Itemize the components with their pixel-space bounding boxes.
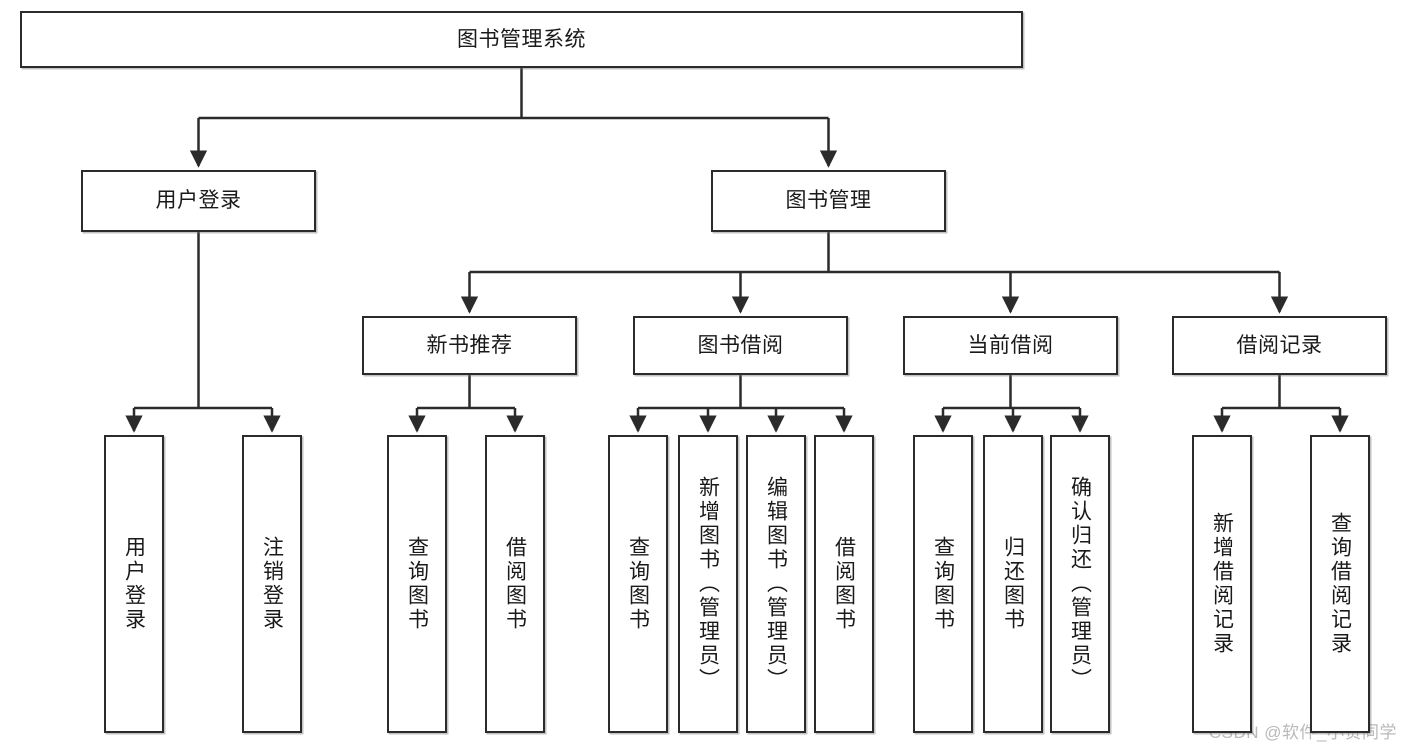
node-label: 查询图书 <box>405 536 429 632</box>
node-label: 注销登录 <box>260 536 284 632</box>
node-label: 图书管理 <box>785 189 872 213</box>
node-label: 归还图书 <box>1001 536 1025 632</box>
node-leaf-query-book-current[interactable]: 查询图书 <box>913 435 973 733</box>
node-label: 借阅图书 <box>832 536 856 632</box>
node-leaf-borrow-book-recommend[interactable]: 借阅图书 <box>485 435 545 733</box>
node-leaf-edit-book-admin[interactable]: 编辑图书（管理员） <box>746 435 806 733</box>
node-label: 新书推荐 <box>426 333 513 357</box>
node-label: 借阅记录 <box>1236 333 1323 357</box>
node-leaf-query-book-borrow[interactable]: 查询图书 <box>608 435 668 733</box>
node-new-book-recommend[interactable]: 新书推荐 <box>362 316 577 375</box>
node-book-borrow[interactable]: 图书借阅 <box>633 316 848 375</box>
node-label: 借阅图书 <box>503 536 527 632</box>
node-leaf-user-logout[interactable]: 注销登录 <box>242 435 302 733</box>
node-leaf-confirm-return-admin[interactable]: 确认归还（管理员） <box>1050 435 1110 733</box>
node-label: 查询图书 <box>931 536 955 632</box>
node-leaf-add-borrow-record[interactable]: 新增借阅记录 <box>1192 435 1252 733</box>
node-user-login[interactable]: 用户登录 <box>81 170 316 232</box>
node-label: 确认归还（管理员） <box>1068 476 1092 692</box>
node-current-borrow[interactable]: 当前借阅 <box>903 316 1118 375</box>
node-label: 新增借阅记录 <box>1210 512 1234 656</box>
node-label: 用户登录 <box>122 536 146 632</box>
node-label: 当前借阅 <box>967 333 1054 357</box>
node-label: 查询借阅记录 <box>1328 512 1352 656</box>
node-label: 图书借阅 <box>697 333 784 357</box>
node-leaf-borrow-book[interactable]: 借阅图书 <box>814 435 874 733</box>
node-label: 用户登录 <box>155 189 242 213</box>
node-label: 编辑图书（管理员） <box>764 476 788 692</box>
node-book-manage[interactable]: 图书管理 <box>711 170 946 232</box>
node-borrow-record[interactable]: 借阅记录 <box>1172 316 1387 375</box>
node-leaf-return-book[interactable]: 归还图书 <box>983 435 1043 733</box>
node-label: 图书管理系统 <box>457 27 586 51</box>
node-root[interactable]: 图书管理系统 <box>20 11 1023 68</box>
node-leaf-query-borrow-record[interactable]: 查询借阅记录 <box>1310 435 1370 733</box>
node-leaf-query-book-recommend[interactable]: 查询图书 <box>387 435 447 733</box>
node-leaf-user-login[interactable]: 用户登录 <box>104 435 164 733</box>
node-label: 查询图书 <box>626 536 650 632</box>
node-leaf-add-book-admin[interactable]: 新增图书（管理员） <box>678 435 738 733</box>
node-label: 新增图书（管理员） <box>696 476 720 692</box>
